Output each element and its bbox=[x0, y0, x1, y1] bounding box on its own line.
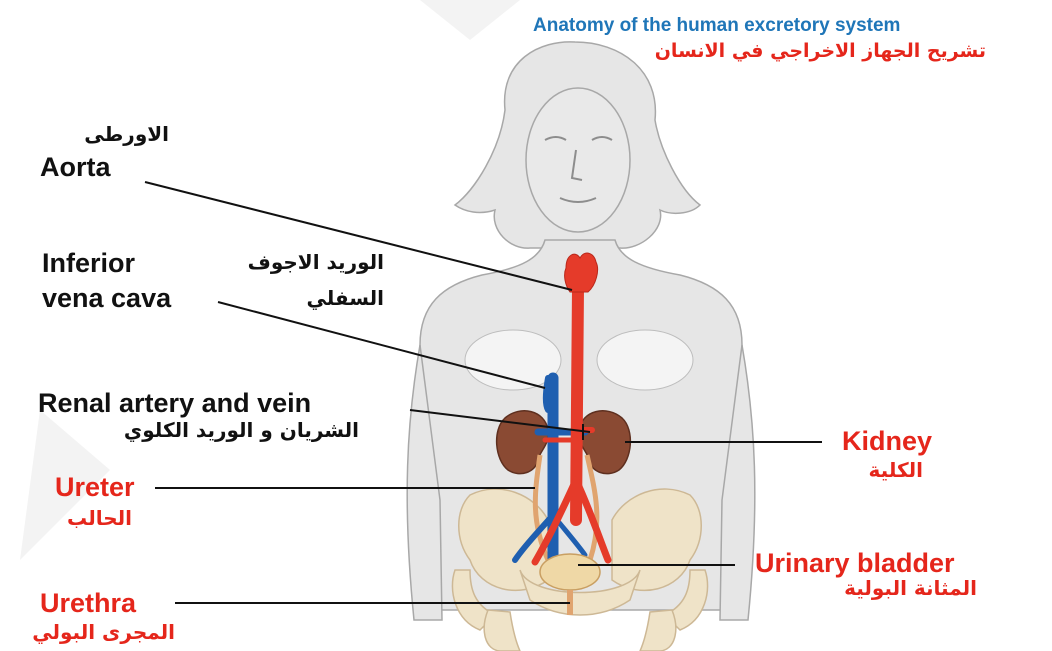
aorta-label-arabic: الاورطى bbox=[84, 124, 169, 144]
face bbox=[526, 88, 630, 232]
aorta-label: Aorta bbox=[40, 154, 111, 181]
aortic-arch bbox=[565, 253, 598, 292]
urethra-label-arabic: المجرى البولي bbox=[32, 622, 175, 642]
title-arabic: تشريح الجهاز الاخراجي في الانسان bbox=[655, 42, 986, 61]
ivc-label-arabic-line2: السفلي bbox=[306, 288, 384, 308]
ureter-label-arabic: الحالب bbox=[67, 508, 132, 528]
ureter-label: Ureter bbox=[55, 474, 135, 501]
renal-label: Renal artery and vein bbox=[38, 390, 311, 417]
ivc-label-line1: Inferior bbox=[42, 250, 135, 277]
title-english: Anatomy of the human excretory system bbox=[533, 16, 900, 35]
bladder-label-arabic: المثانة البولية bbox=[844, 578, 977, 598]
kidney-label-arabic: الكلية bbox=[869, 460, 923, 480]
kidney-label: Kidney bbox=[842, 428, 932, 455]
renal-label-arabic: الشريان و الوريد الكلوي bbox=[124, 420, 359, 440]
ivc-label-arabic-line1: الوريد الاجوف bbox=[248, 252, 384, 272]
urethra-label: Urethra bbox=[40, 590, 136, 617]
watermark-shape bbox=[420, 0, 520, 40]
bladder-label: Urinary bladder bbox=[755, 550, 955, 577]
ivc-label-line2: vena cava bbox=[42, 285, 171, 312]
urinary-bladder bbox=[540, 554, 600, 590]
